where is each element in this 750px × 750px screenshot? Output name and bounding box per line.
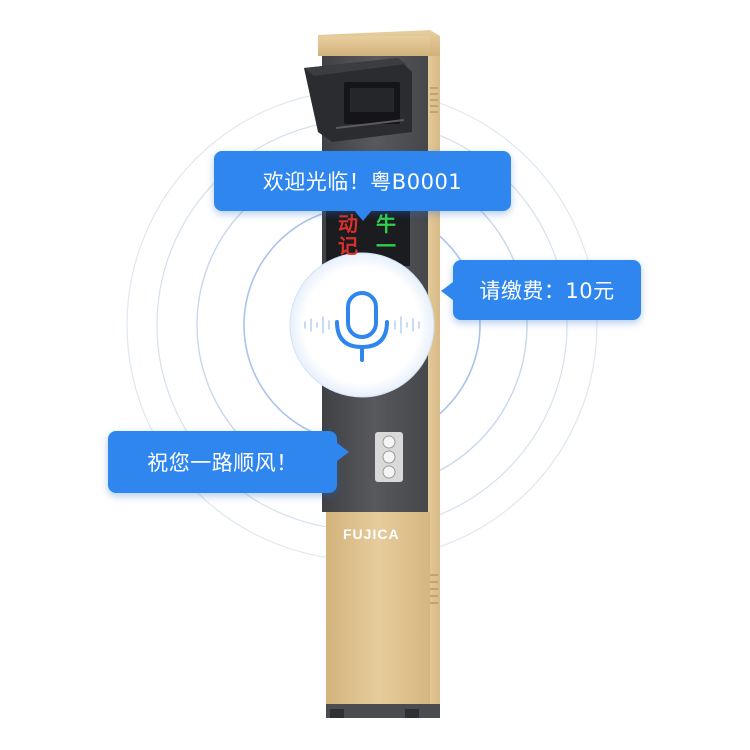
brand-logo: FUJICA	[343, 526, 400, 542]
farewell-text: 祝您一路顺风！	[147, 451, 298, 475]
led-right-top: 牛	[376, 212, 396, 236]
button-panel	[375, 432, 403, 482]
bubble-tail	[354, 210, 372, 221]
vent-slots-bottom	[430, 574, 438, 604]
camera-hood	[304, 58, 412, 142]
led-left-bottom: 记	[338, 234, 358, 258]
welcome-text: 欢迎光临！粤B0001	[262, 170, 463, 194]
welcome-bubble: 欢迎光临！粤B0001	[214, 151, 511, 221]
microphone-icon	[335, 291, 389, 362]
led-left-top: 动	[338, 212, 358, 236]
fee-bubble: 请缴费：10元	[441, 260, 641, 320]
vent-slots-top	[430, 87, 438, 113]
fee-text: 请缴费：10元	[479, 279, 615, 303]
bubble-tail	[441, 282, 453, 300]
bubble-tail	[337, 443, 349, 461]
microphone-badge	[289, 252, 435, 398]
farewell-bubble: 祝您一路顺风！	[108, 431, 349, 493]
led-right-bottom: 一	[376, 234, 396, 258]
